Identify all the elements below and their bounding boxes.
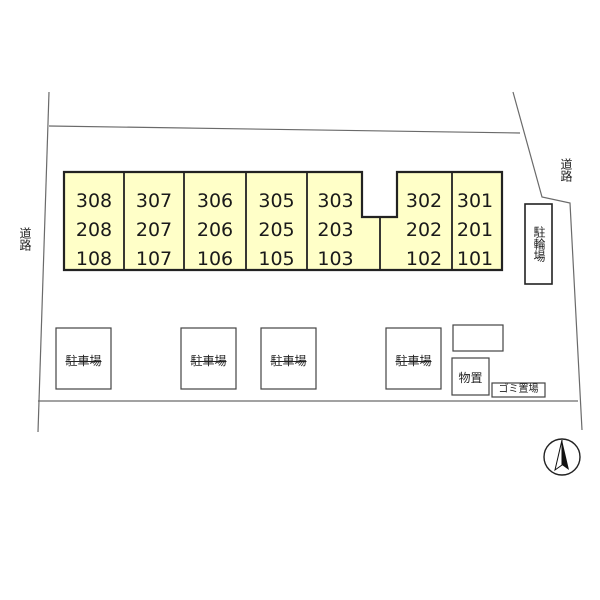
unit-number: 305 <box>258 190 295 212</box>
boundary-west <box>37 91 50 433</box>
parking-lot-1 <box>55 327 112 390</box>
road-label-west: 道路 <box>18 227 32 251</box>
parking-lot-4 <box>385 327 442 390</box>
unit-number: 201 <box>456 219 494 241</box>
unit-number: 101 <box>456 248 494 270</box>
unit-column-7: 301 201 101 <box>452 190 498 270</box>
unit-column-5: 303 203 103 <box>307 190 364 270</box>
unit-number: 107 <box>135 248 173 270</box>
unit-number: 106 <box>196 248 234 270</box>
apartment-building <box>62 170 504 272</box>
unit-column-3: 306 206 106 <box>184 190 246 270</box>
unit-number: 308 <box>75 190 113 212</box>
unit-dividers <box>123 172 453 270</box>
unit-number: 105 <box>258 248 295 270</box>
unit-column-4: 305 205 105 <box>246 190 307 270</box>
unit-number: 203 <box>317 219 354 241</box>
storage-box <box>451 357 490 396</box>
unit-number: 303 <box>317 190 354 212</box>
unit-number: 302 <box>405 190 443 212</box>
parking-lot-label: 駐車場 <box>395 354 432 368</box>
boundary-east <box>512 91 583 431</box>
unit-column-2: 307 207 107 <box>124 190 184 270</box>
storage-label: 物置 <box>458 371 483 385</box>
parking-lot-label: 駐車場 <box>270 354 307 368</box>
blank-box <box>452 324 504 352</box>
north-arrow-icon <box>543 438 581 476</box>
unit-number: 108 <box>75 248 113 270</box>
unit-number: 103 <box>317 248 354 270</box>
unit-column-6: 302 202 102 <box>396 190 452 270</box>
unit-column-1: 308 208 108 <box>64 190 124 270</box>
unit-number: 301 <box>456 190 494 212</box>
parking-lots <box>55 327 442 390</box>
bicycle-parking-box <box>524 203 553 285</box>
garbage-box <box>491 382 546 398</box>
parking-lot-2 <box>180 327 237 390</box>
unit-number: 306 <box>196 190 234 212</box>
parking-lot-3 <box>260 327 317 390</box>
unit-number: 207 <box>135 219 173 241</box>
unit-number: 202 <box>405 219 443 241</box>
unit-number: 206 <box>196 219 234 241</box>
site-boundary <box>37 91 583 433</box>
road-label-east-text: 道路 <box>559 158 573 182</box>
unit-number: 307 <box>135 190 173 212</box>
bicycle-parking-text: 駐輪場 <box>532 226 546 262</box>
road-label-west-text: 道路 <box>18 227 32 251</box>
unit-number: 208 <box>75 219 113 241</box>
boundary-north <box>48 125 521 134</box>
bicycle-parking-label: 駐輪場 <box>527 207 550 281</box>
garbage-label: ゴミ置場 <box>498 384 539 395</box>
road-label-east: 道路 <box>559 158 573 182</box>
unit-number: 102 <box>405 248 443 270</box>
parking-lot-label: 駐車場 <box>190 354 227 368</box>
parking-lot-label: 駐車場 <box>65 354 102 368</box>
unit-number: 205 <box>258 219 295 241</box>
